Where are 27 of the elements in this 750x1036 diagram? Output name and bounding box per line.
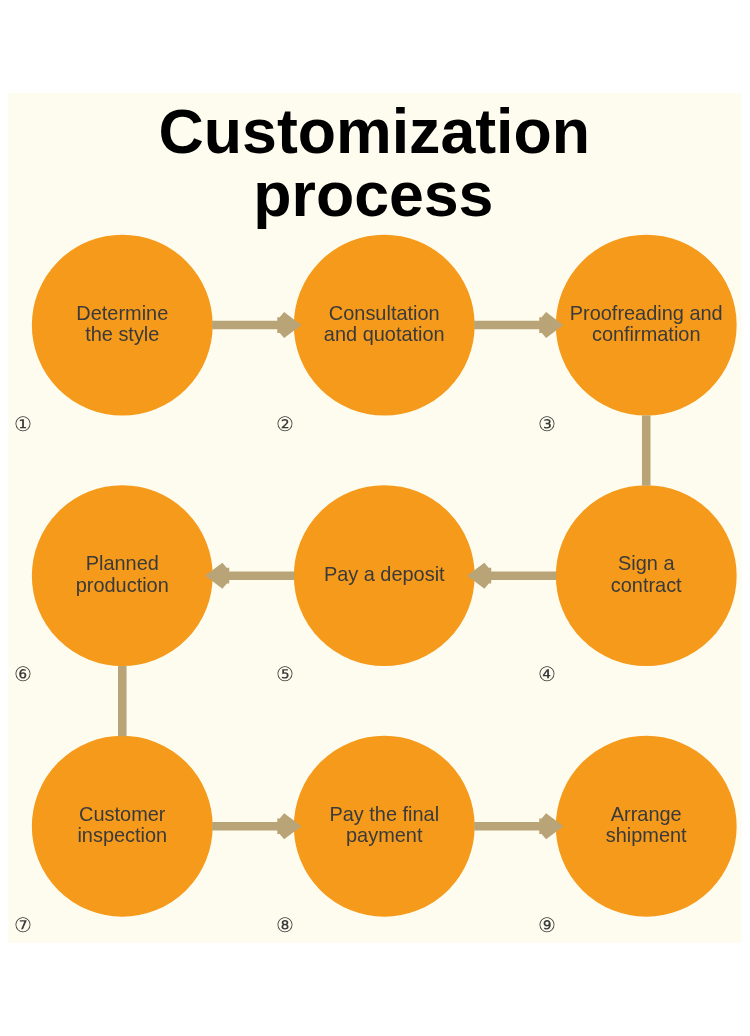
node-label: ⑤ <box>276 663 295 686</box>
node-label: ⑦ <box>14 913 33 936</box>
node-circle: Consultation and quotation <box>293 234 475 416</box>
arrow <box>469 561 557 590</box>
node-label: ④ <box>538 663 557 686</box>
arrow <box>474 311 561 339</box>
node-circle: Proofreading and confirmation <box>555 234 737 416</box>
node-circle: Determine the style <box>31 234 213 416</box>
connector <box>641 415 651 486</box>
node-label: ③ <box>538 412 557 435</box>
arrow <box>207 561 295 590</box>
node-circle: Planned production <box>31 485 213 667</box>
node-label: ① <box>14 412 33 435</box>
node-circle: Customer inspection <box>31 735 213 917</box>
node-circle: Arrange shipment <box>555 735 737 917</box>
arrow <box>474 812 561 841</box>
diagram-title: Customization process <box>158 96 590 229</box>
node-label: ⑥ <box>14 663 33 686</box>
arrow <box>212 812 299 841</box>
node-circle: Pay a deposit <box>293 485 475 667</box>
connector <box>118 665 127 737</box>
node-label: ⑧ <box>276 913 295 936</box>
node-circle: Sign a contract <box>555 485 737 667</box>
node-label: ② <box>276 412 295 435</box>
node-circle: Pay the final payment <box>293 735 475 917</box>
arrow <box>212 311 299 339</box>
node-label: ⑨ <box>538 913 557 936</box>
